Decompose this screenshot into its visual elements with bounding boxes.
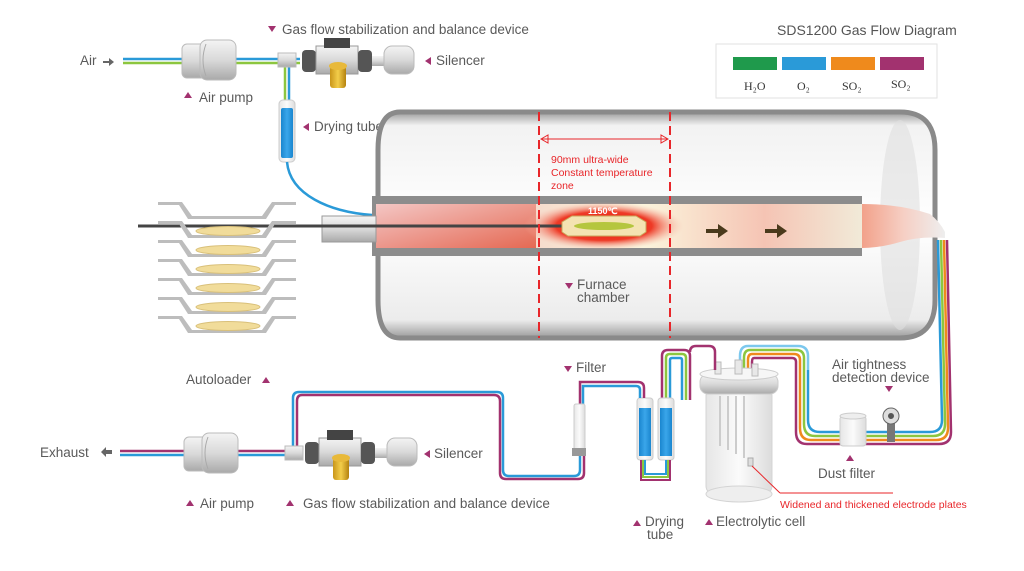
furnace-marker-icon <box>565 283 573 289</box>
dust-filter-marker-icon <box>846 455 854 461</box>
air-tightness-label-line1: Air tightness <box>832 357 907 372</box>
air-tightness-device <box>882 407 900 442</box>
autoloader-tray <box>158 297 296 314</box>
t-fitting <box>277 52 297 68</box>
top-air-pump <box>181 39 237 81</box>
furnace-label-line2: chamber <box>577 290 630 305</box>
legend-swatch-o2 <box>782 57 826 70</box>
bottom-silencer-label: Silencer <box>434 446 483 461</box>
autoloader-tray <box>158 259 296 276</box>
electrolytic-cell-marker-icon <box>705 519 713 525</box>
flow-arrow-icon <box>706 224 728 238</box>
autoloader-tray <box>158 202 296 219</box>
electrode-callout-line <box>751 465 781 494</box>
dimension-arrow-icon <box>539 134 670 144</box>
constant-zone-line1: 90mm ultra-wide <box>551 154 629 166</box>
sample-boat <box>195 302 261 312</box>
sample-boat <box>195 226 261 236</box>
air-tightness-marker-icon <box>885 386 893 392</box>
filter <box>573 403 586 455</box>
bottom-drying-tubes <box>636 344 717 481</box>
flow-arrow-icon <box>765 224 787 238</box>
legend-swatch-so2-orange <box>831 57 875 70</box>
top-drying-tube <box>278 99 296 163</box>
legend: SDS1200 Gas Flow Diagram H₂O O₂ SO₂ SO₂ <box>715 22 957 99</box>
bottom-gas-flow-marker-icon <box>286 500 294 506</box>
top-air-pump-label: Air pump <box>199 90 253 105</box>
legend-swatch-so2-magenta <box>880 57 924 70</box>
gas-flow-device-marker-icon <box>268 26 276 32</box>
autoloader-tray <box>158 240 296 257</box>
electrode-plates-label: Widened and thickened electrode plates <box>780 499 967 511</box>
air-inlet-arrow-icon <box>103 58 114 66</box>
bottom-silencer-marker-icon <box>424 450 430 458</box>
autoloader-tray <box>158 221 296 238</box>
bottom-drying-tube-label-line1: Drying <box>645 514 684 529</box>
temperature-label: 1150℃ <box>588 206 618 216</box>
furnace-label-line1: Furnace <box>577 277 627 292</box>
filter-label: Filter <box>576 360 607 375</box>
air-pump-marker-icon <box>184 92 192 98</box>
air-tightness-label-line2: detection device <box>832 370 930 385</box>
legend-label-o2: O₂ <box>797 79 810 93</box>
bottom-gas-flow-device <box>305 430 418 480</box>
sample-boat <box>195 264 261 274</box>
bottom-air-pump-label: Air pump <box>200 496 254 511</box>
electrolytic-cell <box>699 359 779 503</box>
top-gas-flow-device <box>302 38 415 88</box>
electrolytic-cell-label: Electrolytic cell <box>716 514 805 529</box>
legend-label-so2-magenta: SO₂ <box>891 77 911 91</box>
dust-filter-label: Dust filter <box>818 466 876 481</box>
legend-swatch-h2o <box>733 57 777 70</box>
autoloader-marker-icon <box>262 377 270 383</box>
silencer-marker-icon <box>425 57 431 65</box>
bottom-drying-tube-marker-icon <box>633 520 641 526</box>
outlet-tube-bundle <box>738 239 953 446</box>
bottom-air-pump-marker-icon <box>186 500 194 506</box>
exhaust-label: Exhaust <box>40 445 89 460</box>
bottom-air-pump <box>183 432 239 474</box>
sample-boat <box>195 283 261 293</box>
autoloader <box>158 202 296 333</box>
diagram-title: SDS1200 Gas Flow Diagram <box>777 22 957 38</box>
top-drying-tube-label: Drying tube <box>314 119 383 134</box>
bottom-drying-tube-label-line2: tube <box>647 527 673 542</box>
bottom-t-fitting <box>284 445 304 461</box>
top-gas-flow-device-label: Gas flow stabilization and balance devic… <box>282 22 529 37</box>
furnace: 1150℃ 90mm ultra-wide Constant temperatu… <box>138 109 945 341</box>
bottom-gas-flow-device-label: Gas flow stabilization and balance devic… <box>303 496 550 511</box>
air-label: Air <box>80 53 97 68</box>
tube-o2-to-furnace <box>285 161 373 217</box>
sample-boat <box>195 321 261 331</box>
constant-zone-line2: Constant temperature <box>551 167 653 179</box>
top-gas-line: Air Air pump Gas flow stabilizat <box>80 22 529 217</box>
exhaust-arrow-icon <box>101 447 112 457</box>
top-silencer-label: Silencer <box>436 53 485 68</box>
filter-marker-icon <box>564 366 572 372</box>
legend-box <box>715 43 938 99</box>
autoloader-label: Autoloader <box>186 372 252 387</box>
dust-filter <box>839 412 867 447</box>
autoloader-tray <box>158 278 296 295</box>
legend-label-so2-orange: SO₂ <box>842 79 862 93</box>
autoloader-tray <box>158 316 296 333</box>
legend-label-h2o: H₂O <box>744 79 766 93</box>
drying-tube-marker-icon <box>303 123 309 131</box>
constant-zone-line3: zone <box>551 180 574 192</box>
sample-boat <box>195 245 261 255</box>
